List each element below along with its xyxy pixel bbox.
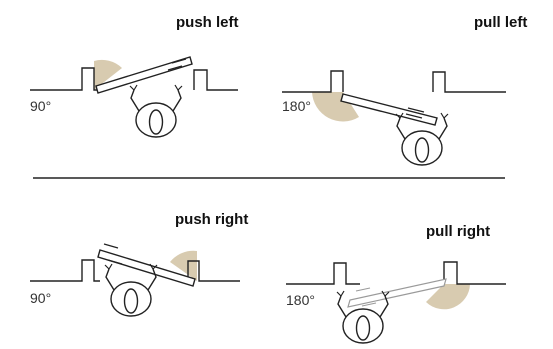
door-leaf-push-right — [97, 249, 196, 287]
wall-right-pull-right — [443, 261, 506, 285]
swing-arc-push-left — [94, 59, 122, 90]
title-pull-right: pull right — [426, 223, 490, 240]
angle-pull-left: 180° — [282, 98, 311, 114]
wall-left-push-right — [30, 259, 100, 282]
wall-left-pull-right — [286, 262, 360, 285]
door-leaf-pull-left — [340, 93, 438, 126]
angle-push-left: 90° — [30, 98, 51, 114]
wall-left-pull-left — [282, 70, 344, 93]
swing-arc-push-right — [170, 250, 197, 281]
door-leaf-push-left — [95, 56, 193, 94]
diagram-push-left: push left 90° — [30, 14, 239, 138]
title-pull-left: pull left — [474, 14, 527, 31]
wall-left-push-left — [30, 67, 106, 91]
diagram-push-right: push right 90° — [30, 211, 248, 317]
door-handle-pull-right — [355, 287, 377, 307]
title-push-right: push right — [175, 211, 248, 228]
wall-right-pull-left — [432, 71, 506, 93]
door-handle-push-right — [103, 243, 123, 265]
wall-right-push-left — [193, 69, 238, 91]
door-handle-push-left — [167, 58, 187, 71]
door-leaf-pull-right — [347, 278, 447, 308]
person-push-left — [129, 84, 183, 138]
diagram-pull-left: pull left 180° — [282, 14, 527, 166]
angle-push-right: 90° — [30, 290, 51, 306]
angle-pull-right: 180° — [286, 292, 315, 308]
diagram-pull-right: pull right 180° — [286, 223, 506, 344]
door-handle-pull-left — [405, 107, 425, 119]
swing-arc-pull-right — [426, 284, 470, 310]
wall-right-push-right — [187, 260, 240, 282]
title-push-left: push left — [176, 14, 239, 31]
